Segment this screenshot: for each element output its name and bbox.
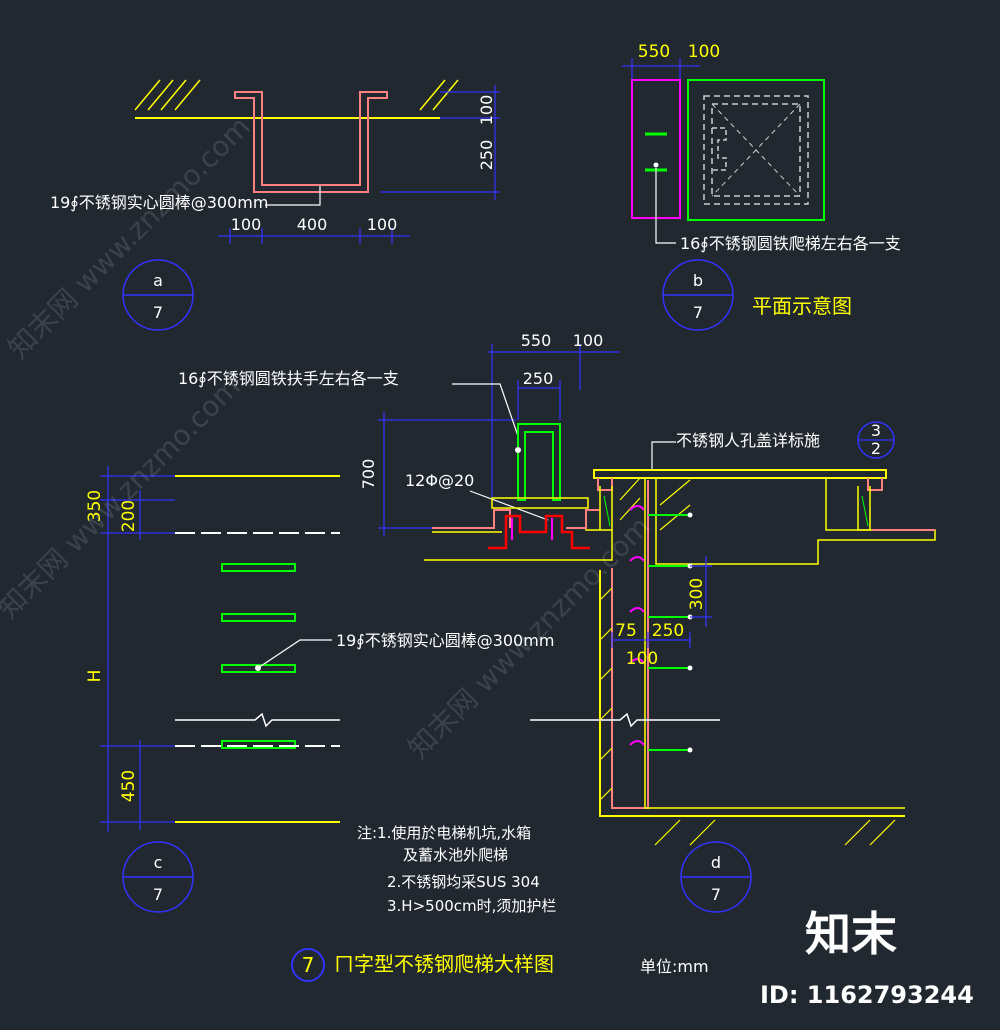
- detail-d-manhole-cover: [593, 469, 887, 479]
- detail-b-leader: [655, 168, 676, 244]
- detail-c-rung: [221, 740, 296, 749]
- detail-c-leader-label: 19∮不锈钢实心圆棒@300mm: [336, 631, 554, 650]
- detail-a-leader: [265, 186, 321, 206]
- dim-c-450: 450: [119, 770, 139, 802]
- note-line: 注:1.使用於电梯机坑,水箱: [357, 824, 531, 842]
- dim-c-350: 350: [85, 490, 105, 522]
- watermark-id: ID: 1162793244: [760, 981, 974, 1009]
- detail-c-bubble-bottom: 7: [153, 885, 163, 904]
- detail-d-cover-label: 不锈钢人孔盖详标施: [676, 431, 820, 450]
- title-unit: 单位:mm: [640, 957, 709, 976]
- detail-d-handrail: [517, 423, 561, 501]
- note-line: 3.H>500cm时,须加护栏: [387, 897, 556, 915]
- dim-c-h: H: [85, 670, 105, 683]
- detail-c-break-line: [175, 712, 340, 728]
- detail-d-cover-ref-bottom: 2: [871, 439, 881, 458]
- detail-d-anchor-plate: [488, 514, 590, 550]
- detail-b-pit-outline: [687, 79, 825, 221]
- detail-b-bubble-bottom: 7: [693, 303, 703, 322]
- detail-d-cover-leader: [651, 441, 676, 470]
- detail-c-rung: [221, 613, 296, 622]
- detail-b-cover-outer: [703, 95, 809, 205]
- dim-a-250-v: 250: [477, 140, 496, 171]
- detail-d-cover-ref-top: 3: [871, 421, 881, 440]
- drawing-title: 7 ㄇ字型不锈钢爬梯大样图 单位:mm: [291, 948, 709, 982]
- dim-c-200: 200: [119, 500, 139, 532]
- dim-a-100-right: 100: [367, 215, 398, 234]
- dim-b-100: 100: [688, 42, 720, 62]
- detail-a-bubble-top: a: [153, 271, 163, 290]
- watermark-brand: 知末: [805, 907, 897, 961]
- detail-b-cover-inner: [711, 103, 801, 197]
- title-number: 7: [302, 953, 315, 977]
- detail-d-bubble-bottom: 7: [711, 885, 721, 904]
- title-text: ㄇ字型不锈钢爬梯大样图: [334, 952, 554, 976]
- dim-d-250-side: 250: [652, 621, 684, 641]
- detail-b-leader-label: 16∮不锈钢圆铁爬梯左右各一支: [680, 234, 901, 253]
- dim-d-700: 700: [359, 459, 378, 490]
- detail-a-leader-label: 19∮不锈钢实心圆棒@300mm: [50, 193, 268, 212]
- detail-d: 550 100 250 700 16∮不锈钢圆铁扶手左右各一支 12Φ@20 不…: [178, 331, 936, 913]
- dim-a-100-v: 100: [477, 95, 496, 126]
- note-line: 2.不锈钢均采SUS 304: [387, 873, 540, 891]
- detail-b-bubble-top: b: [693, 271, 703, 290]
- watermark-text: 知末网 www.znzmo.com: [2, 110, 257, 365]
- dim-d-300: 300: [687, 578, 707, 610]
- detail-c-bubble-top: c: [154, 853, 163, 872]
- detail-a-u-rod: [234, 91, 388, 193]
- detail-a: 100 250 100 400 100 19∮不锈钢实心圆棒@300mm a 7: [50, 79, 500, 331]
- detail-d-anchor-label: 12Φ@20: [405, 471, 474, 490]
- dim-d-100: 100: [573, 331, 604, 350]
- detail-c-leader: [257, 639, 332, 669]
- dim-b-550: 550: [638, 42, 670, 62]
- dim-d-550: 550: [521, 331, 552, 350]
- detail-b: 550 100 16∮不锈钢圆铁爬梯左右各一支 b 7 平面示意图: [622, 42, 901, 331]
- title-number-circle: [291, 948, 325, 982]
- detail-c-rung: [221, 563, 296, 572]
- dim-d-75: 75: [615, 621, 637, 641]
- watermark-text: 知末网 www.znzmo.com: [0, 370, 247, 625]
- detail-d-handrail-leader: [452, 383, 519, 437]
- notes: 注:1.使用於电梯机坑,水箱 及蓄水池外爬梯 2.不锈钢均采SUS 304 3.…: [357, 824, 556, 915]
- dim-a-400: 400: [297, 215, 328, 234]
- detail-d-rungs: [629, 505, 693, 753]
- dim-d-250: 250: [523, 369, 554, 388]
- detail-c-rung: [221, 664, 296, 673]
- dim-d-100-side: 100: [626, 649, 658, 669]
- dim-a-100-left: 100: [231, 215, 262, 234]
- detail-a-bubble-bottom: 7: [153, 303, 163, 322]
- detail-c: 19∮不锈钢实心圆棒@300mm 350 200 H 450 c 7: [85, 466, 554, 913]
- detail-d-handrail-label: 16∮不锈钢圆铁扶手左右各一支: [178, 369, 399, 388]
- detail-b-caption: 平面示意图: [752, 294, 852, 318]
- detail-d-bubble-top: d: [711, 853, 721, 872]
- detail-a-hatch: [134, 79, 459, 111]
- note-line: 及蓄水池外爬梯: [403, 846, 508, 864]
